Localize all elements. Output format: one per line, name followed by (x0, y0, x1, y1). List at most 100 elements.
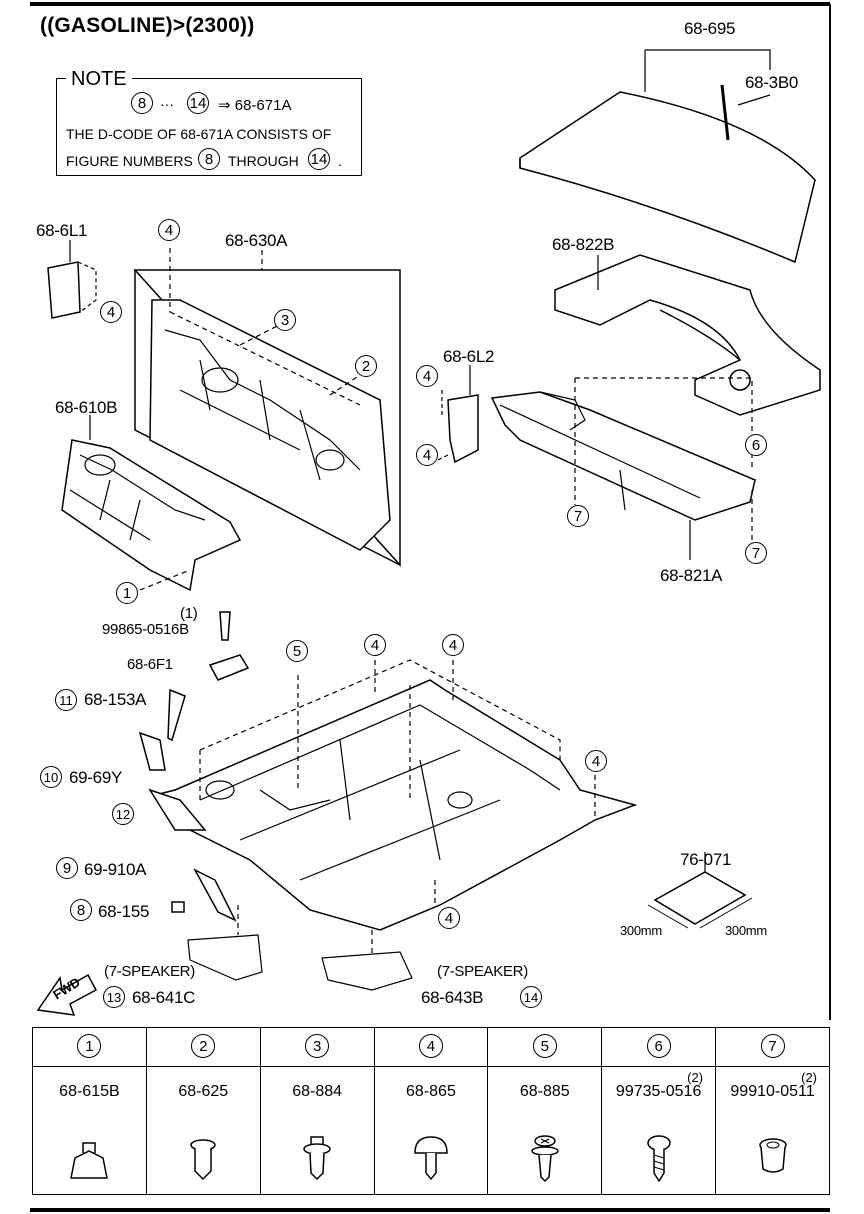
ref-circle-4: 4 (364, 634, 386, 656)
callout-68-6l2: 68-6L2 (443, 347, 495, 366)
trunk-trim-821a (490, 391, 756, 521)
page-title: ((GASOLINE)>(2300)) (40, 14, 255, 37)
ref-circle-4: 4 (100, 301, 122, 323)
note-line-3-circle-14: 14 (308, 148, 330, 170)
col-header-2: 2 (145, 1027, 261, 1067)
ref-circle-2: 2 (355, 355, 377, 377)
callout-68-610b: 68-610B (55, 398, 118, 417)
mushroom-clip-icon (414, 1136, 448, 1181)
note-ref: ⇒ 68-671A (218, 97, 292, 114)
ref-circle-13: 13 (103, 986, 125, 1008)
callout-76-071: 76-071 (680, 850, 732, 869)
fastener-table-header: 1 2 3 4 5 6 7 (32, 1027, 830, 1067)
clip-icon (190, 1139, 217, 1181)
ref-circle-4: 4 (442, 634, 464, 656)
part-number: 68-615B (59, 1083, 120, 1100)
speaker-pads (187, 934, 413, 991)
note-line-3-end: . (338, 153, 342, 169)
grommet-icon (758, 1138, 787, 1173)
ref-circle-14: 14 (520, 986, 542, 1008)
floor-carpet (153, 679, 638, 931)
callout-68-6f1: 68-6F1 (127, 656, 173, 673)
note-line-2: THE D-CODE OF 68-671A CONSISTS OF (66, 126, 332, 142)
callout-69-69y: 69-69Y (69, 768, 123, 787)
clip-parts (138, 611, 250, 922)
col-header-1: 1 (32, 1027, 147, 1067)
callout-68-822b: 68-822B (552, 235, 615, 254)
part-number: 68-884 (292, 1083, 343, 1100)
ref-circle-9: 9 (56, 857, 78, 879)
mat-76-071 (647, 852, 753, 929)
callout-68-155: 68-155 (98, 902, 150, 921)
part-number: 99735-0516 (615, 1083, 702, 1100)
speaker-note-right: (7-SPEAKER) (437, 963, 528, 980)
callout-68-6l1: 68-6L1 (36, 221, 88, 240)
dash-insulator (133, 269, 401, 567)
part-number: 68-865 (406, 1083, 456, 1100)
callout-68-630a: 68-630A (225, 231, 288, 250)
callout-69-910a: 69-910A (84, 860, 147, 879)
dimension-height: 300mm (725, 923, 767, 938)
col-header-7: 7 (715, 1027, 830, 1067)
ref-circle-4: 4 (438, 907, 460, 929)
fwd-arrow (36, 973, 98, 1016)
fastener-cell-2: 68-625 (145, 1066, 261, 1195)
ref-circle-4: 4 (416, 444, 438, 466)
callout-68-695: 68-695 (684, 19, 736, 38)
fastener-cell-3: 68-884 (259, 1066, 375, 1195)
note-circle-14: 14 (187, 92, 209, 114)
spare-tray (554, 254, 821, 416)
part-number: 99910-0511 (730, 1083, 815, 1100)
ref-circle-5: 5 (286, 640, 308, 662)
pad-6l2 (437, 365, 479, 464)
col-header-6: 6 (601, 1027, 717, 1067)
fastener-table: 1 2 3 4 5 6 7 68-615B 68-625 68-884 68-8… (32, 1027, 830, 1195)
fastener-cell-7: (2) 99910-0511 (715, 1066, 830, 1195)
note-ellipsis: ··· (160, 96, 174, 112)
note-heading: NOTE (66, 68, 132, 91)
dimension-width: 300mm (620, 923, 662, 938)
screw-icon (646, 1135, 671, 1183)
ref-circle-1: 1 (116, 582, 138, 604)
ref-circle-3: 3 (274, 309, 296, 331)
callout-68-153a: 68-153A (84, 690, 147, 709)
callout-68-643b: 68-643B (421, 988, 484, 1007)
ref-circle-6: 6 (745, 434, 767, 456)
note-circle-8: 8 (131, 92, 153, 114)
note-box (56, 78, 362, 176)
pad-6l1 (47, 240, 97, 319)
ref-circle-8: 8 (70, 899, 92, 921)
col-header-5: 5 (487, 1027, 603, 1067)
callout-68-3b0: 68-3B0 (745, 73, 799, 92)
quantity: (2) (801, 1070, 817, 1085)
ref-circle-11: 11 (55, 689, 77, 711)
note-line-3-prefix: FIGURE NUMBERS (66, 153, 193, 169)
callout-99865-0516b: 99865-0516B (102, 621, 189, 638)
ref-circle-4: 4 (416, 365, 438, 387)
rivet-clip-icon (303, 1136, 331, 1181)
ref-circle-7: 7 (745, 542, 767, 564)
fastener-cell-6: (2) 99735-0516 (601, 1066, 717, 1195)
note-line-3-circle-8: 8 (198, 148, 220, 170)
ref-circle-10: 10 (40, 766, 62, 788)
fastener-table-row: 68-615B 68-625 68-884 68-865 68-885 (2) … (32, 1066, 830, 1195)
part-number: 68-885 (519, 1083, 570, 1100)
ref-circle-4: 4 (585, 750, 607, 772)
col-header-3: 3 (259, 1027, 375, 1067)
ref-circle-7: 7 (567, 505, 589, 527)
insulator-610b (61, 439, 242, 592)
col-header-4: 4 (373, 1027, 489, 1067)
screw-clip-icon (531, 1135, 559, 1183)
part-number: 68-625 (178, 1083, 229, 1100)
callout-99865-qty: (1) (180, 605, 198, 622)
note-line-3-mid: THROUGH (228, 153, 299, 169)
ref-circle-4: 4 (158, 219, 180, 241)
callout-68-821a: 68-821A (660, 566, 723, 585)
fastener-cell-4: 68-865 (373, 1066, 489, 1195)
push-clip-icon (70, 1142, 109, 1179)
quantity: (2) (687, 1070, 704, 1085)
speaker-note-left: (7-SPEAKER) (104, 963, 195, 980)
fastener-cell-1: 68-615B (32, 1066, 147, 1195)
callout-68-641c: 68-641C (132, 988, 196, 1007)
